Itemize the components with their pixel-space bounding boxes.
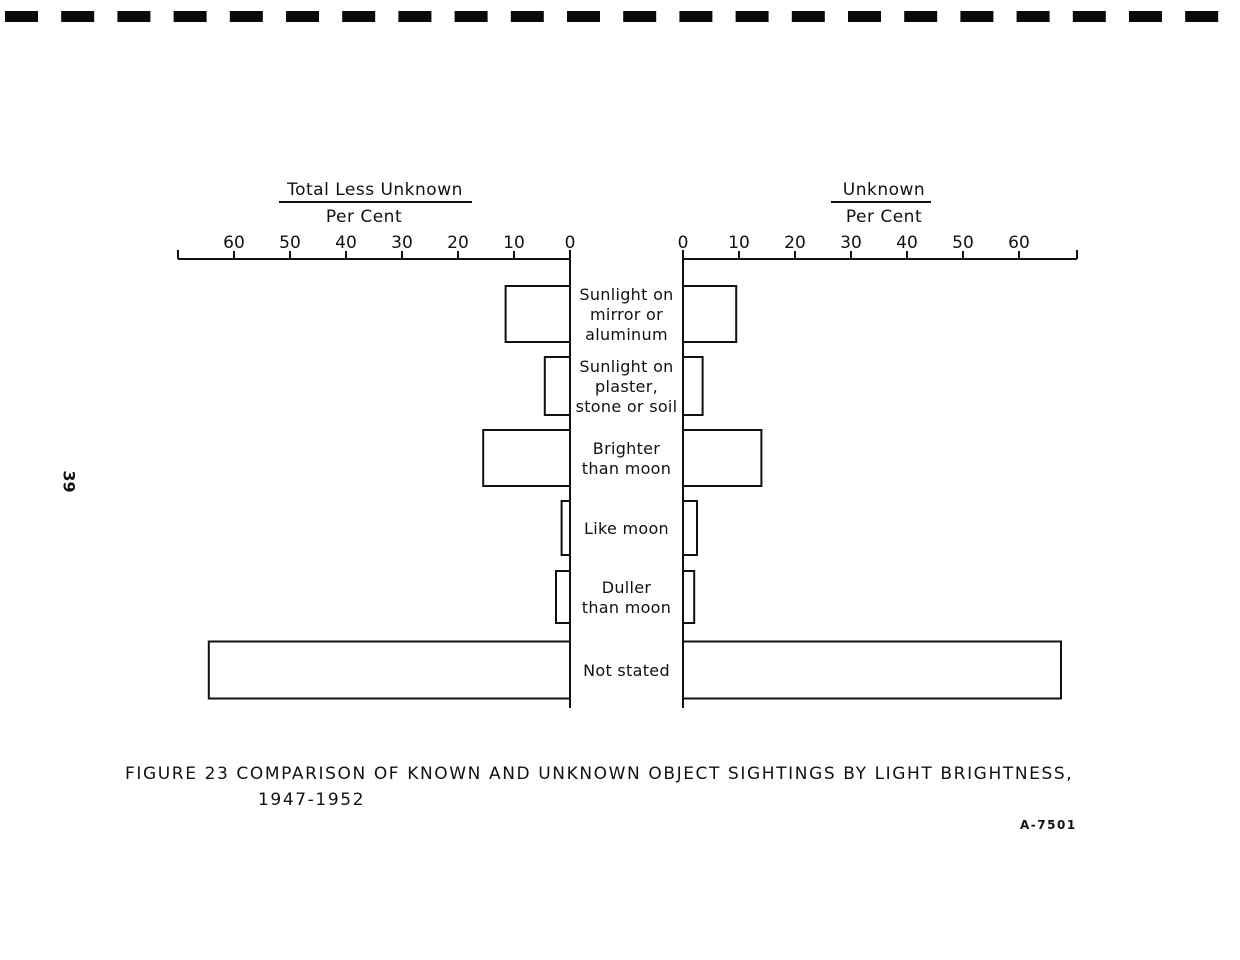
perforation-hole	[454, 11, 488, 22]
perforation-hole	[623, 11, 657, 22]
perforation-hole	[61, 11, 95, 22]
category-label: Brighter	[593, 439, 661, 458]
perforation-hole	[1016, 11, 1050, 22]
left-tick-label: 30	[391, 233, 413, 253]
right-bar	[682, 640, 1062, 700]
perforation-hole	[1072, 11, 1106, 22]
perforation-hole	[960, 11, 994, 22]
perforation-hole	[904, 11, 938, 22]
category-label: Not stated	[583, 661, 670, 680]
right-bar	[682, 285, 738, 343]
right-tick-label: 0	[678, 233, 689, 253]
perforation-hole	[735, 11, 769, 22]
perforation-hole	[286, 11, 319, 22]
category-label: Duller	[602, 578, 652, 597]
right-tick-label: 30	[840, 233, 862, 253]
left-bar	[555, 570, 571, 624]
right-tick-label: 40	[896, 233, 918, 253]
perforation-hole	[342, 11, 376, 22]
reference-code: A-7501	[1020, 818, 1077, 832]
left-series-title: Total Less Unknown	[286, 180, 463, 200]
category-label: than moon	[582, 459, 671, 478]
perforation-hole	[510, 11, 544, 22]
left-tick-label: 60	[223, 233, 245, 253]
left-bar	[504, 285, 572, 343]
perforation-hole	[1129, 11, 1162, 22]
category-label: aluminum	[585, 325, 668, 344]
left-tick-label: 20	[447, 233, 469, 253]
perforation-hole	[848, 11, 881, 22]
category-label: Like moon	[584, 519, 669, 538]
category-label: plaster,	[595, 377, 658, 396]
perforation-hole	[1185, 11, 1219, 22]
category-label: than moon	[582, 598, 671, 617]
right-axis-label: Per Cent	[846, 207, 922, 227]
perforation-hole	[567, 11, 600, 22]
right-tick-label: 10	[728, 233, 750, 253]
left-bar	[560, 500, 571, 556]
right-tick-label: 60	[1008, 233, 1030, 253]
perforation-hole	[173, 11, 207, 22]
right-tick-label: 20	[784, 233, 806, 253]
category-label: stone or soil	[576, 397, 678, 416]
category-label: Sunlight on	[579, 285, 673, 304]
left-bar	[482, 429, 572, 487]
perforation-strip	[5, 11, 1219, 22]
right-series-title: Unknown	[843, 180, 925, 200]
figure-caption-line-2: 1947-1952	[258, 790, 366, 810]
left-tick-label: 10	[503, 233, 525, 253]
left-tick-label: 0	[565, 233, 576, 253]
right-bar	[682, 356, 704, 416]
left-axis-label: Per Cent	[326, 207, 402, 227]
category-label: mirror or	[590, 305, 663, 324]
perforation-hole	[117, 11, 151, 22]
right-tick-label: 50	[952, 233, 974, 253]
left-bar	[207, 640, 572, 700]
right-bar	[682, 500, 698, 556]
perforation-hole	[229, 11, 263, 22]
perforation-hole	[5, 11, 38, 22]
left-bar	[543, 356, 571, 416]
page-number: 39	[59, 470, 79, 493]
perforation-hole	[679, 11, 713, 22]
figure-caption-line-1: FIGURE 23 COMPARISON OF KNOWN AND UNKNOW…	[125, 764, 1074, 784]
perforation-hole	[398, 11, 432, 22]
right-bar	[682, 570, 696, 624]
left-tick-label: 50	[279, 233, 301, 253]
left-tick-label: 40	[335, 233, 357, 253]
right-bar	[682, 429, 763, 487]
perforation-hole	[791, 11, 825, 22]
category-label: Sunlight on	[579, 357, 673, 376]
